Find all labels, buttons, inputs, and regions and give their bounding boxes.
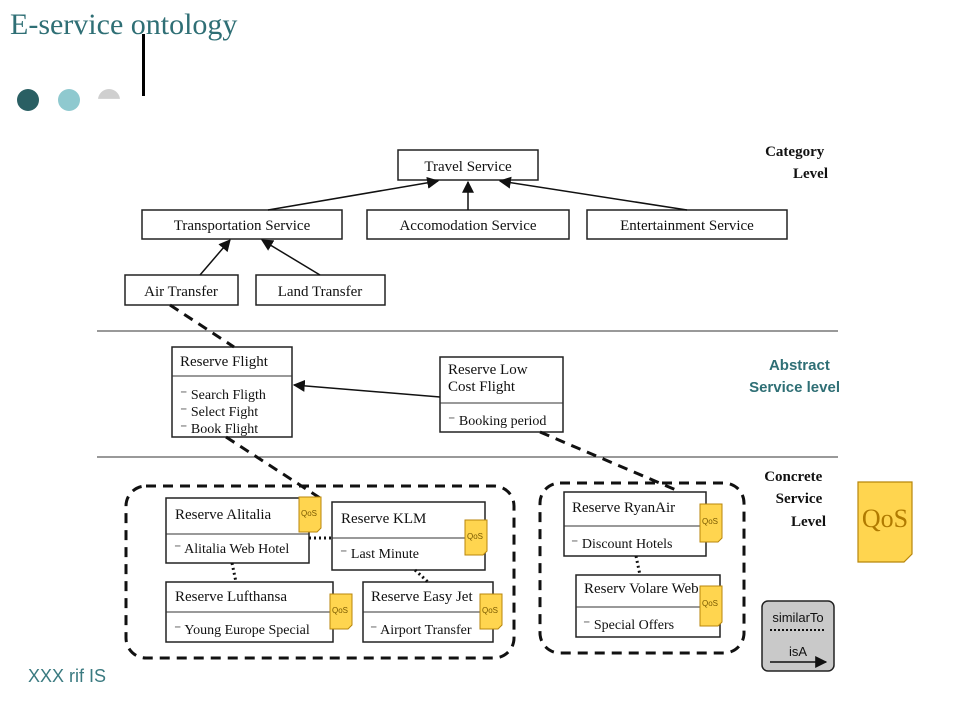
svg-text:⁻ Search Fligth: ⁻ Search Fligth (180, 388, 266, 403)
node-air-transfer: Air Transfer (124, 274, 239, 306)
qos-tag-klm: QoS (464, 519, 488, 556)
isa-arrow-air-transport (199, 239, 231, 276)
node-reserv-volare: Reserv Volare Web ⁻ Special Offers (575, 574, 721, 638)
svg-text:Land Transfer: Land Transfer (278, 284, 363, 300)
svg-text:⁻ Special Offers: ⁻ Special Offers (583, 618, 674, 633)
svg-text:Entertainment Service: Entertainment Service (620, 218, 754, 234)
svg-text:QoS: QoS (301, 509, 317, 518)
relation-legend: similarTo isA (761, 600, 835, 672)
qos-tag-alitalia: QoS (298, 496, 322, 533)
svg-text:Cost Flight: Cost Flight (448, 379, 516, 395)
svg-text:⁻ Discount Hotels: ⁻ Discount Hotels (571, 537, 673, 552)
similar-klm-easyjet (413, 568, 430, 584)
isa-arrow-transport-travel (267, 176, 440, 211)
concrete-group-right (538, 481, 746, 655)
svg-text:⁻ Booking period: ⁻ Booking period (448, 414, 546, 429)
svg-text:Travel Service: Travel Service (424, 159, 512, 175)
similar-alitalia-lufthansa (230, 562, 238, 583)
svg-text:Accomodation Service: Accomodation Service (399, 218, 536, 234)
node-entertainment-service: Entertainment Service (586, 209, 788, 240)
svg-text:QoS: QoS (702, 599, 718, 608)
similar-ryanair-volare (634, 555, 642, 576)
svg-text:QoS: QoS (332, 606, 348, 615)
svg-text:Air Transfer: Air Transfer (144, 284, 218, 300)
node-reserve-alitalia: Reserve Alitalia ⁻ Alitalia Web Hotel (165, 497, 310, 564)
decorative-dot-light (58, 89, 80, 111)
link-flight-to-alitalia-group (225, 435, 321, 500)
svg-text:⁻ Book Flight: ⁻ Book Flight (180, 422, 258, 437)
isa-arrow-land-transport (260, 239, 321, 276)
svg-text:similarTo: similarTo (772, 610, 823, 625)
node-reserve-easyjet: Reserve Easy Jet ⁻ Airport Transfer (362, 581, 494, 643)
link-air-to-reserve-flight (169, 303, 235, 349)
node-reserve-low-cost: Reserve Low Cost Flight ⁻ Booking period (439, 356, 564, 433)
svg-text:QoS: QoS (482, 606, 498, 615)
concrete-level-label: Concrete Service Level (764, 469, 826, 530)
node-reserve-lufthansa: Reserve Lufthansa ⁻ Young Europe Special (165, 581, 334, 643)
svg-text:QoS: QoS (702, 517, 718, 526)
node-land-transfer: Land Transfer (255, 274, 386, 306)
isa-arrow-lowcost-flight (292, 379, 441, 398)
svg-text:⁻ Select Fight: ⁻ Select Fight (180, 405, 258, 420)
svg-text:Reserve Alitalia: Reserve Alitalia (175, 507, 272, 523)
node-reserve-ryanair: Reserve RyanAir ⁻ Discount Hotels (563, 491, 707, 557)
svg-text:Reserv Volare Web: Reserv Volare Web (584, 581, 699, 597)
svg-text:⁻ Last Minute: ⁻ Last Minute (340, 547, 419, 562)
concrete-group-left (124, 484, 516, 660)
node-reserve-flight: Reserve Flight ⁻ Search Fligth ⁻ Select … (171, 346, 293, 438)
decorative-dot-dark (17, 89, 39, 111)
svg-text:Transportation Service: Transportation Service (174, 218, 311, 234)
svg-text:isA: isA (789, 644, 807, 659)
node-travel-service: Travel Service (397, 149, 539, 181)
svg-text:⁻ Alitalia Web Hotel: ⁻ Alitalia Web Hotel (174, 542, 289, 557)
svg-text:QoS: QoS (467, 532, 483, 541)
svg-text:Reserve Lufthansa: Reserve Lufthansa (175, 589, 287, 605)
node-transportation-service: Transportation Service (141, 209, 343, 240)
isa-arrow-entertainment-travel (498, 176, 688, 211)
qos-tag-easyjet: QoS (479, 593, 503, 630)
node-accomodation-service: Accomodation Service (366, 209, 570, 240)
svg-text:Reserve Low: Reserve Low (448, 362, 528, 378)
svg-text:⁻ Airport Transfer: ⁻ Airport Transfer (370, 623, 472, 638)
footer-reference: XXX rif IS (28, 666, 107, 686)
abstract-level-label: Abstract Service level (749, 357, 840, 396)
qos-tag-ryanair: QoS (699, 503, 723, 543)
svg-text:⁻ Young Europe Special: ⁻ Young Europe Special (174, 623, 310, 638)
svg-text:Reserve KLM: Reserve KLM (341, 511, 426, 527)
category-level-label: Category Level (765, 144, 828, 182)
qos-tag-lufthansa: QoS (329, 593, 353, 630)
svg-text:Reserve Flight: Reserve Flight (180, 354, 269, 370)
slide-title: E-service ontology (10, 8, 238, 41)
link-lowcost-to-ryanair-group (539, 430, 677, 492)
svg-text:Reserve Easy Jet: Reserve Easy Jet (371, 589, 473, 605)
svg-text:QoS: QoS (862, 504, 908, 533)
qos-tag-volare: QoS (699, 585, 723, 627)
qos-legend: QoS (857, 481, 913, 563)
decorative-dot-gray (98, 89, 120, 99)
node-reserve-klm: Reserve KLM ⁻ Last Minute (331, 501, 486, 571)
title-divider (142, 34, 145, 96)
svg-text:Reserve RyanAir: Reserve RyanAir (572, 500, 675, 516)
